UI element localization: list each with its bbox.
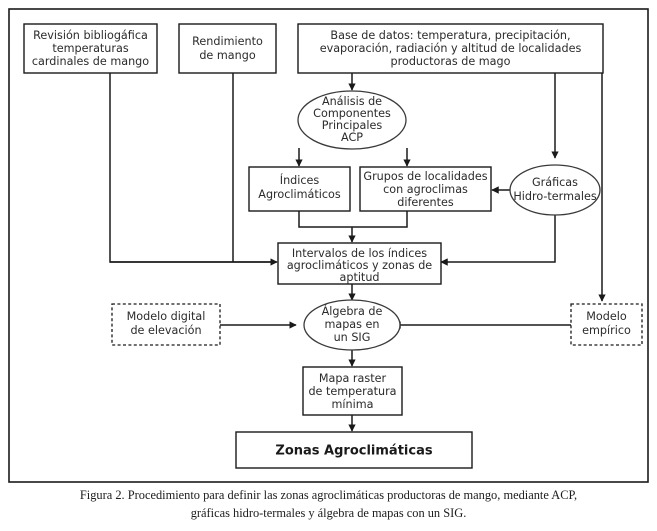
node-rendimiento-mango: Rendimiento de mango bbox=[178, 23, 277, 74]
node-modelo-empirico-line-1: Modelo bbox=[586, 310, 627, 323]
node-base-line-1: Base de datos: temperatura, precipitació… bbox=[330, 29, 570, 42]
node-modelo-digital-line-2: de elevación bbox=[130, 324, 201, 337]
node-indices-line-2: Agroclimáticos bbox=[258, 188, 341, 201]
node-intervalos-line-3: aptitud bbox=[339, 271, 379, 284]
node-algebra-line-1: Álgebra de bbox=[322, 305, 383, 318]
node-acp-line-2: Componentes bbox=[313, 107, 391, 120]
figure-caption: Figura 2. Procedimiento para definir las… bbox=[0, 487, 657, 523]
node-intervalos-line-1: Intervalos de los índices bbox=[292, 247, 427, 260]
node-revision-line-1: Revisión bibliogáfica bbox=[33, 29, 148, 42]
node-algebra-mapas-sig: Álgebra de mapas en un SIG bbox=[303, 299, 401, 351]
figure-frame bbox=[8, 8, 649, 483]
node-intervalos-indices: Intervalos de los índices agroclimáticos… bbox=[277, 242, 442, 285]
node-indices-agroclimaticos: Índices Agroclimáticos bbox=[248, 166, 351, 212]
node-algebra-line-3: un SIG bbox=[334, 331, 371, 344]
node-base-line-2: evaporación, radiación y altitud de loca… bbox=[320, 42, 582, 55]
node-zonas-agroclimaticas: Zonas Agroclimáticas bbox=[235, 431, 473, 469]
node-algebra-line-2: mapas en bbox=[324, 318, 379, 331]
node-indices-line-1: Índices bbox=[280, 174, 320, 187]
node-base-line-3: productoras de mago bbox=[391, 55, 511, 68]
node-intervalos-line-2: agroclimáticos y zonas de bbox=[287, 259, 432, 272]
node-modelo-digital-line-1: Modelo digital bbox=[127, 310, 206, 323]
node-mapa-raster: Mapa raster de temperatura mínima bbox=[302, 366, 403, 416]
node-modelo-empirico: Modelo empírico bbox=[570, 303, 643, 346]
node-acp-line-1: Análisis de bbox=[322, 95, 382, 108]
connector-graficas-to-intervalos bbox=[440, 214, 556, 266]
figure-caption-line-2: gráficas hidro-termales y álgebra de map… bbox=[190, 505, 467, 520]
node-revision-line-2: temperaturas bbox=[52, 42, 129, 55]
node-graficas-line-1: Gráficas bbox=[532, 176, 578, 189]
node-base-de-datos: Base de datos: temperatura, precipitació… bbox=[297, 23, 604, 74]
node-mapa-line-3: mínima bbox=[332, 398, 374, 411]
connector-indices-merge bbox=[298, 211, 352, 228]
node-acp-line-3: Principales bbox=[322, 119, 383, 132]
node-grupos-line-2: con agroclimas bbox=[383, 183, 468, 196]
node-rendimiento-line-2: de mango bbox=[199, 49, 255, 62]
figure-caption-line-1: Figura 2. Procedimiento para definir las… bbox=[79, 488, 578, 502]
node-modelo-digital-elevacion: Modelo digital de elevación bbox=[111, 303, 221, 346]
node-mapa-line-2: de temperatura bbox=[308, 385, 396, 398]
node-grupos-line-1: Grupos de localidades bbox=[363, 170, 487, 183]
node-graficas-line-2: Hidro-termales bbox=[513, 190, 596, 203]
node-grupos-line-3: diferentes bbox=[397, 196, 454, 209]
node-revision-bibliografica: Revisión bibliogáfica temperaturas cardi… bbox=[23, 23, 158, 74]
node-rendimiento-line-1: Rendimiento bbox=[192, 35, 263, 48]
node-grupos-localidades: Grupos de localidades con agroclimas dif… bbox=[359, 166, 492, 212]
node-acp: Análisis de Componentes Principales ACP bbox=[297, 90, 407, 150]
node-mapa-line-1: Mapa raster bbox=[319, 372, 387, 385]
node-modelo-empirico-line-2: empírico bbox=[582, 324, 631, 337]
node-revision-line-3: cardinales de mango bbox=[32, 55, 149, 68]
node-acp-line-4: ACP bbox=[341, 131, 363, 144]
node-graficas-hidrotermales: Gráficas Hidro-termales bbox=[509, 164, 601, 216]
connector-grupos-merge bbox=[352, 211, 408, 228]
node-zonas-label: Zonas Agroclimáticas bbox=[275, 444, 432, 459]
